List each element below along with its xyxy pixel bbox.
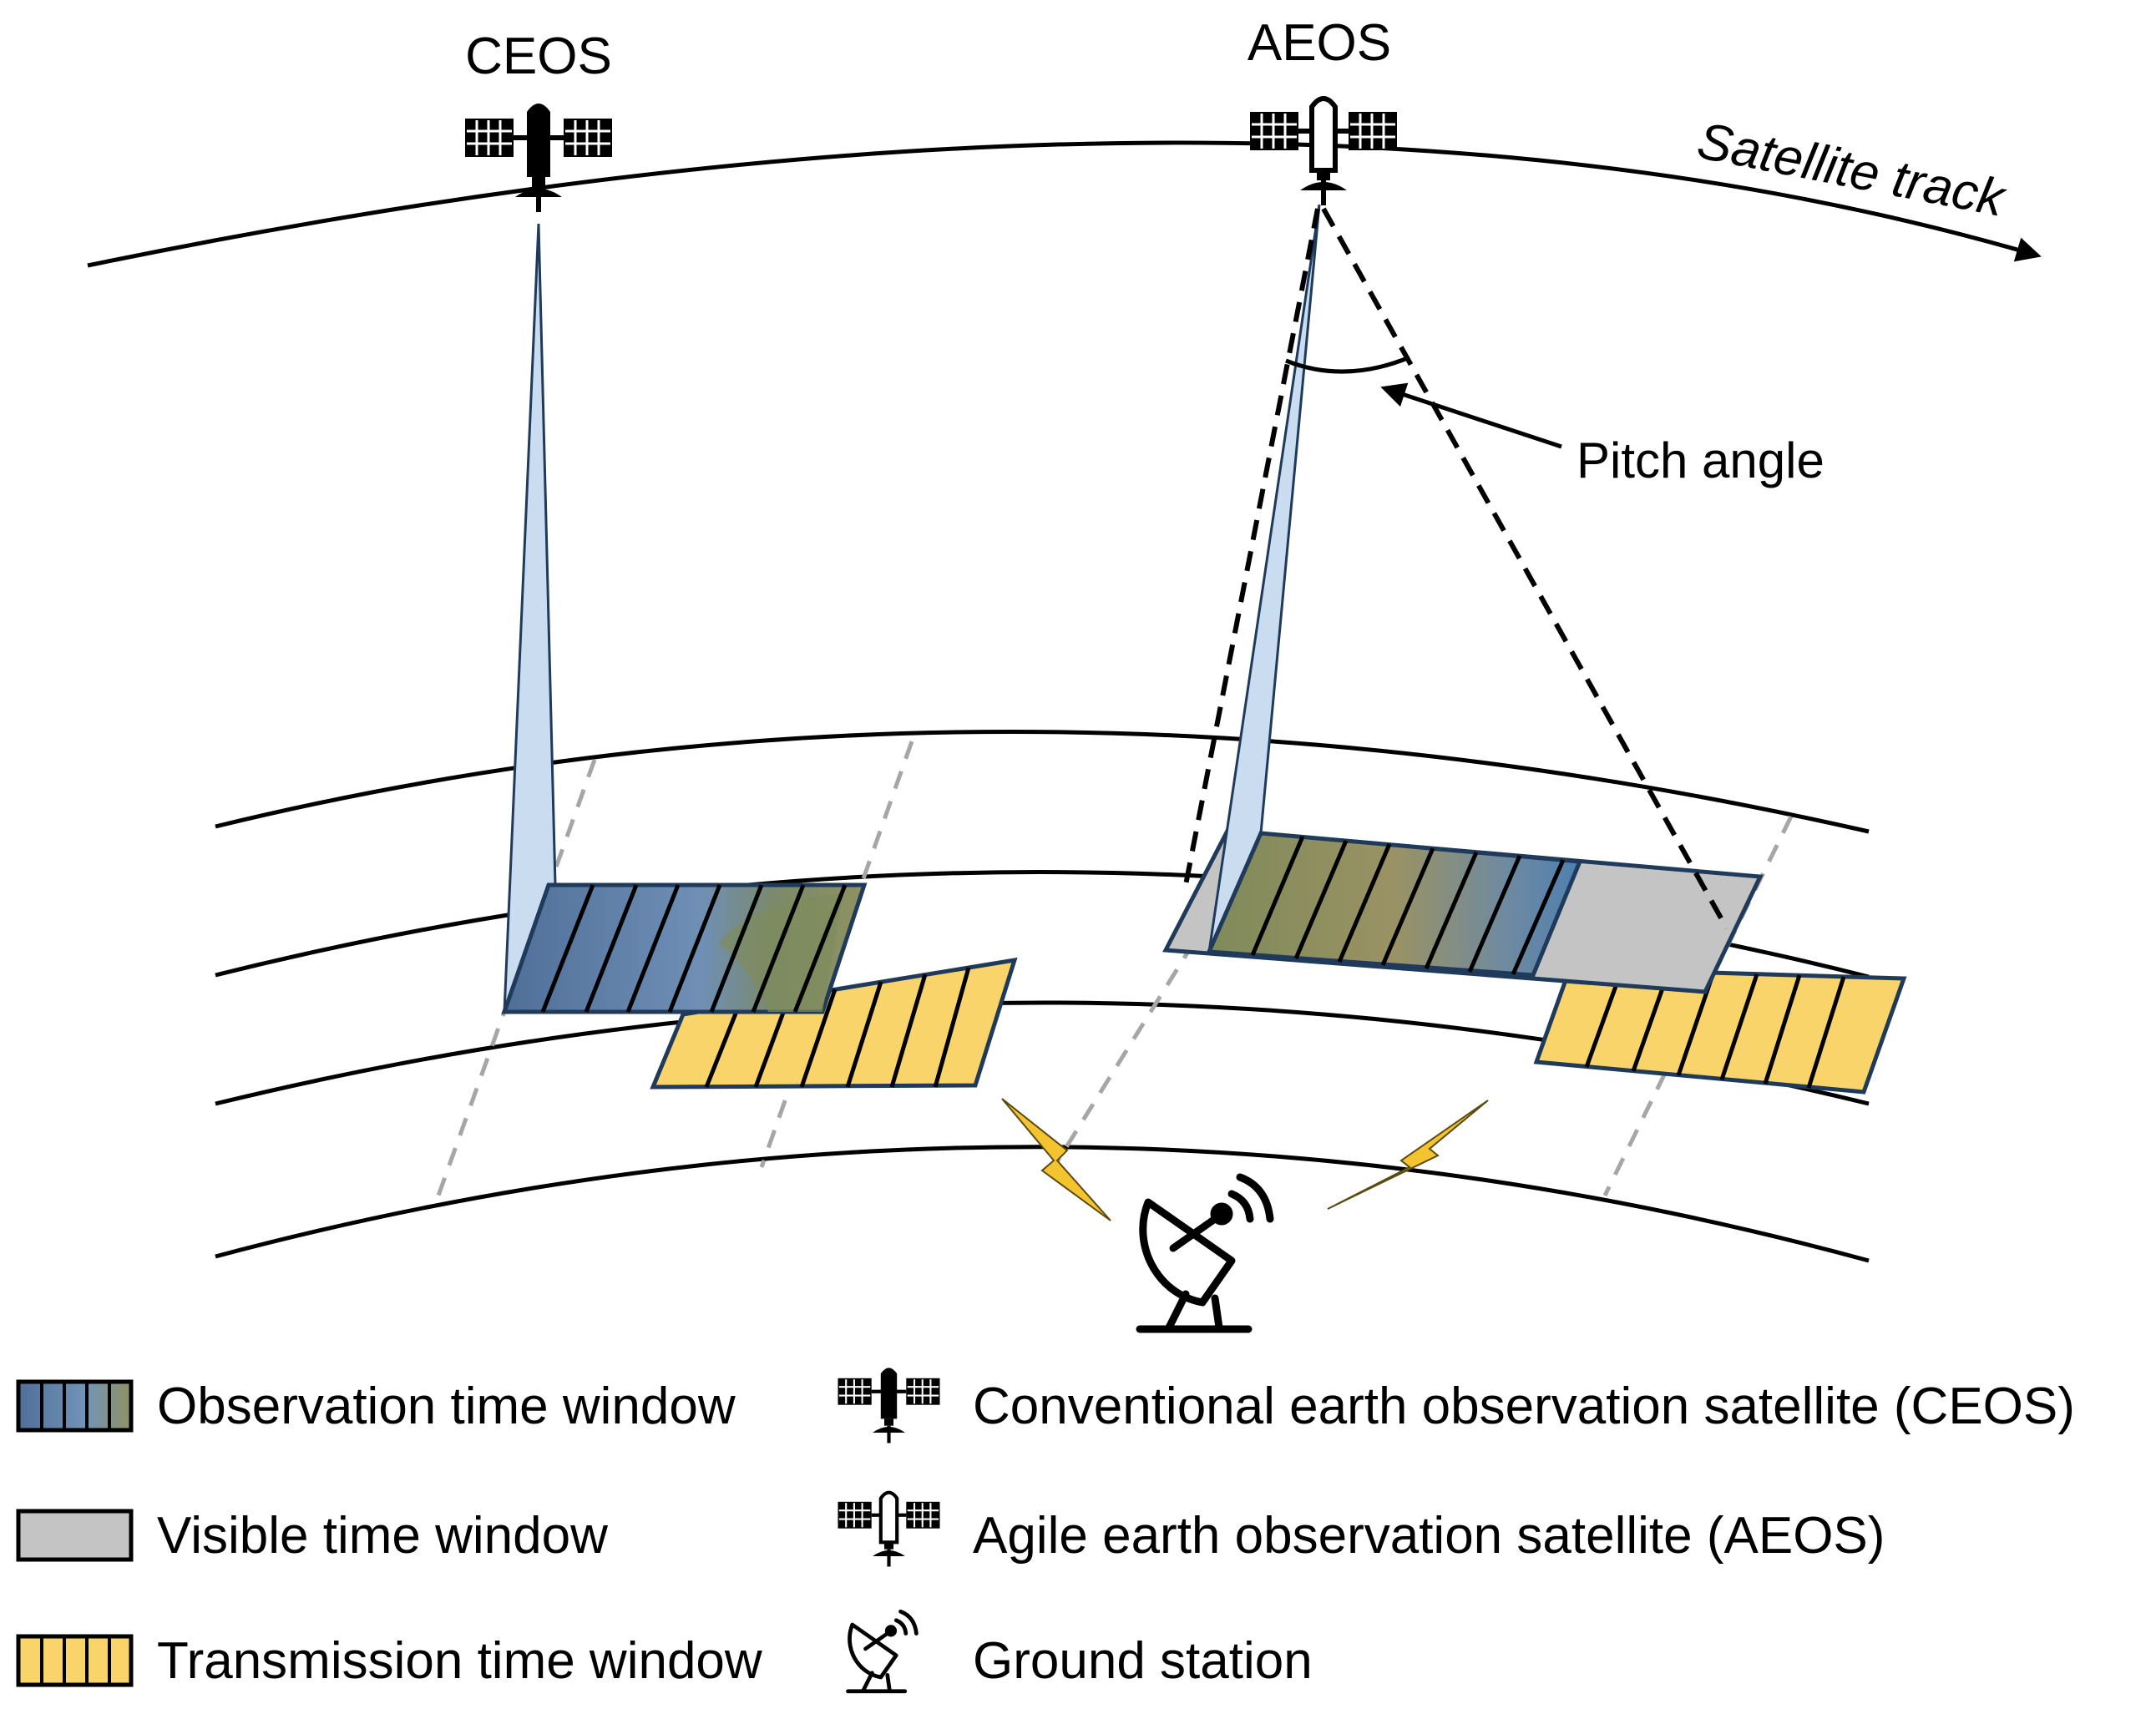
legend-ground-station-icon bbox=[848, 1611, 917, 1691]
lightning-icon-left bbox=[1001, 1098, 1111, 1221]
legend-ceos-label: Conventional earth observation satellite… bbox=[973, 1378, 2075, 1435]
legend-ground-station-label: Ground station bbox=[973, 1632, 1313, 1690]
legend-visible-swatch bbox=[16, 1509, 134, 1562]
legend: Observation time window Visible time win… bbox=[16, 1368, 2075, 1691]
pitch-angle-arrow bbox=[1380, 382, 1562, 449]
aeos-view-lines bbox=[1183, 207, 1729, 930]
ceos-label: CEOS bbox=[465, 28, 612, 85]
legend-visible-label: Visible time window bbox=[157, 1507, 608, 1565]
pitch-angle-arc bbox=[1285, 355, 1410, 374]
earth-line-1 bbox=[215, 729, 1870, 834]
ground-station-icon bbox=[1140, 1177, 1270, 1329]
aeos-satellite-icon bbox=[1250, 99, 1397, 205]
legend-observation-label: Observation time window bbox=[157, 1378, 736, 1435]
legend-transmission-swatch bbox=[16, 1634, 134, 1687]
legend-ceos-satellite-icon bbox=[838, 1368, 939, 1443]
legend-observation-swatch bbox=[16, 1379, 134, 1433]
transmission-window-1 bbox=[650, 957, 1018, 1090]
aeos-label: AEOS bbox=[1248, 14, 1391, 72]
legend-transmission-label: Transmission time window bbox=[157, 1632, 762, 1690]
pitch-angle-label: Pitch angle bbox=[1577, 432, 1825, 488]
observation-window-1 bbox=[501, 882, 868, 1014]
observation-window-2 bbox=[1206, 831, 1583, 978]
transmission-window-2 bbox=[1533, 966, 1907, 1095]
lightning-icon-right bbox=[1327, 1100, 1489, 1210]
legend-aeos-satellite-icon bbox=[838, 1493, 939, 1567]
legend-aeos-label: Agile earth observation satellite (AEOS) bbox=[973, 1507, 1885, 1565]
satellite-track-line bbox=[87, 140, 2042, 268]
